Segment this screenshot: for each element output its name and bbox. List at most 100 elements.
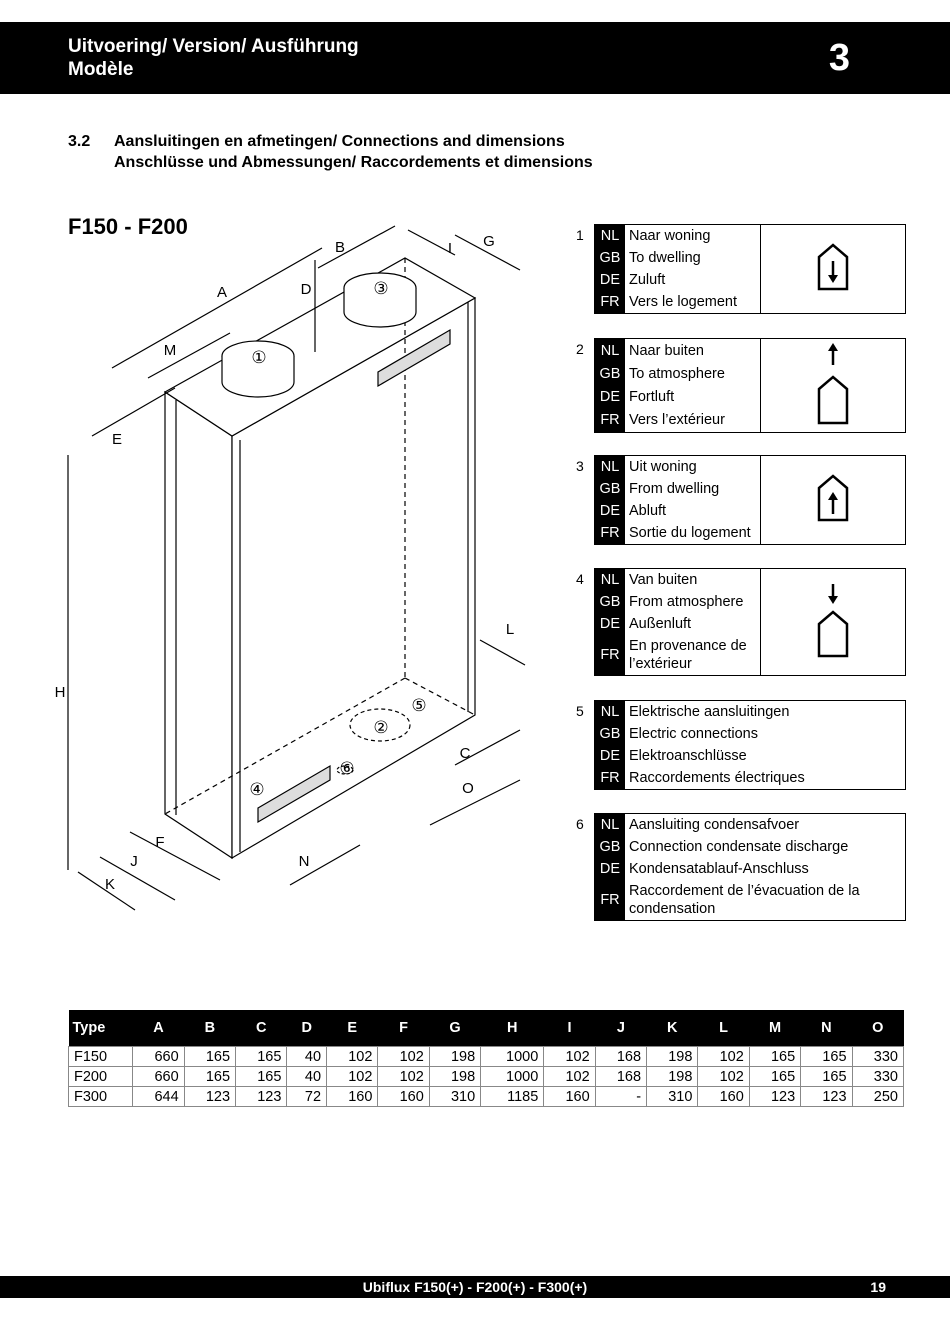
dim-label-b: B — [335, 239, 345, 256]
lang-code: DE — [594, 858, 625, 880]
lang-code: GB — [594, 591, 625, 613]
header-title-line2: Modèle — [68, 59, 134, 80]
table-cell: 160 — [377, 1086, 430, 1107]
marker-3: ③ — [373, 279, 388, 299]
lang-code: DE — [594, 385, 625, 409]
legend-text: Raccordement de l’évacuation de la conde… — [629, 883, 860, 917]
dim-label-d: D — [301, 281, 312, 298]
table-cell: 72 — [286, 1086, 328, 1107]
table-cell: 160 — [697, 1086, 750, 1107]
to-dwelling-icon — [760, 224, 906, 314]
lang-code: NL — [594, 568, 625, 591]
table-cell: 160 — [543, 1086, 596, 1107]
section-number: 3.2 — [68, 133, 91, 150]
lang-code: GB — [594, 478, 625, 500]
legend-text: Vers l’extérieur — [629, 412, 725, 429]
legend-text: En provenance de l’extérieur — [629, 638, 747, 672]
table-cell: 660 — [132, 1046, 185, 1067]
table-cell: 330 — [851, 1046, 905, 1067]
table-cell: 644 — [132, 1086, 185, 1107]
table-cell: 102 — [326, 1066, 379, 1087]
lang-code: FR — [594, 767, 625, 790]
legend-text: Sortie du logement — [629, 525, 751, 541]
table-cell: 102 — [377, 1046, 430, 1067]
table-cell: 1185 — [480, 1086, 545, 1107]
lang-code: FR — [594, 291, 625, 314]
table-cell: 198 — [646, 1066, 699, 1087]
table-cell: 40 — [286, 1066, 328, 1087]
dim-label-l: L — [506, 621, 514, 638]
legend-text: Elektroanschlüsse — [629, 748, 747, 764]
table-cell: 165 — [748, 1046, 802, 1067]
column-header: F — [377, 1010, 430, 1047]
table-cell: 102 — [543, 1046, 596, 1067]
legend-text: Electric connections — [629, 726, 758, 742]
legend-text: Zuluft — [629, 272, 666, 288]
dim-label-c: C — [460, 745, 471, 762]
legend-index: 2 — [576, 341, 584, 357]
lang-code: NL — [594, 338, 625, 363]
lang-code: NL — [594, 813, 625, 836]
column-header: I — [543, 1010, 596, 1047]
header-title: Uitvoering/ Version/ Ausführung Modèle — [68, 35, 359, 81]
legend-text: Naar buiten — [629, 342, 704, 359]
table-cell: 102 — [697, 1046, 750, 1067]
table-cell: F300 — [67, 1086, 134, 1107]
lang-code: NL — [594, 700, 625, 723]
table-cell: 102 — [377, 1066, 430, 1087]
column-header: A — [132, 1010, 185, 1047]
footer-title: Ubiflux F150(+) - F200(+) - F300(+) — [362, 1279, 588, 1295]
legend-text: Vers le logement — [629, 294, 738, 310]
table-cell: 123 — [235, 1086, 288, 1107]
table-cell: 198 — [428, 1066, 482, 1087]
table-cell: 168 — [594, 1066, 648, 1087]
table-cell: 330 — [851, 1066, 905, 1087]
column-header: C — [235, 1010, 287, 1047]
legend-text: Elektrische aansluitingen — [629, 704, 790, 720]
section-title-line1: Aansluitingen en afmetingen/ Connections… — [114, 133, 565, 150]
from-dwelling-icon — [760, 455, 906, 545]
lang-code: FR — [594, 408, 625, 433]
table-cell: 165 — [183, 1066, 237, 1087]
legend-text: Van buiten — [629, 572, 698, 588]
table-cell: 1000 — [480, 1066, 545, 1087]
table-cell: 1000 — [480, 1046, 545, 1067]
lang-code: GB — [594, 723, 625, 745]
table-cell: 160 — [326, 1086, 379, 1107]
column-header: G — [429, 1010, 481, 1047]
column-header: H — [480, 1010, 544, 1047]
table-cell: 123 — [748, 1086, 802, 1107]
legend-text: To atmosphere — [629, 365, 725, 382]
column-header: B — [184, 1010, 236, 1047]
column-header: L — [697, 1010, 750, 1047]
table-cell: 165 — [800, 1066, 853, 1087]
legend-text: Uit woning — [629, 459, 697, 475]
table-cell: 198 — [428, 1046, 482, 1067]
marker-4: ④ — [249, 780, 264, 800]
column-header: Type — [68, 1010, 133, 1047]
page-header: Uitvoering/ Version/ Ausführung Modèle 3 — [0, 22, 950, 94]
legend-text: Außenluft — [629, 616, 692, 632]
marker-2: ② — [373, 718, 388, 738]
legend-index: 1 — [576, 227, 584, 243]
column-header: J — [595, 1010, 647, 1047]
dim-label-a: A — [217, 284, 227, 301]
legend-index: 6 — [576, 816, 584, 832]
model-title: F150 - F200 — [68, 214, 188, 239]
legend-text: Fortluft — [629, 389, 675, 406]
table-cell: 102 — [326, 1046, 379, 1067]
marker-5: ⑤ — [411, 696, 426, 716]
dim-label-e: E — [112, 431, 122, 448]
legend-index: 3 — [576, 458, 584, 474]
dim-label-f: F — [155, 834, 164, 851]
table-cell: F150 — [67, 1046, 134, 1067]
lang-code: GB — [594, 247, 625, 269]
dim-label-n: N — [299, 853, 310, 870]
column-header: M — [749, 1010, 801, 1047]
table-cell: 165 — [748, 1066, 802, 1087]
table-cell: 123 — [800, 1086, 853, 1107]
